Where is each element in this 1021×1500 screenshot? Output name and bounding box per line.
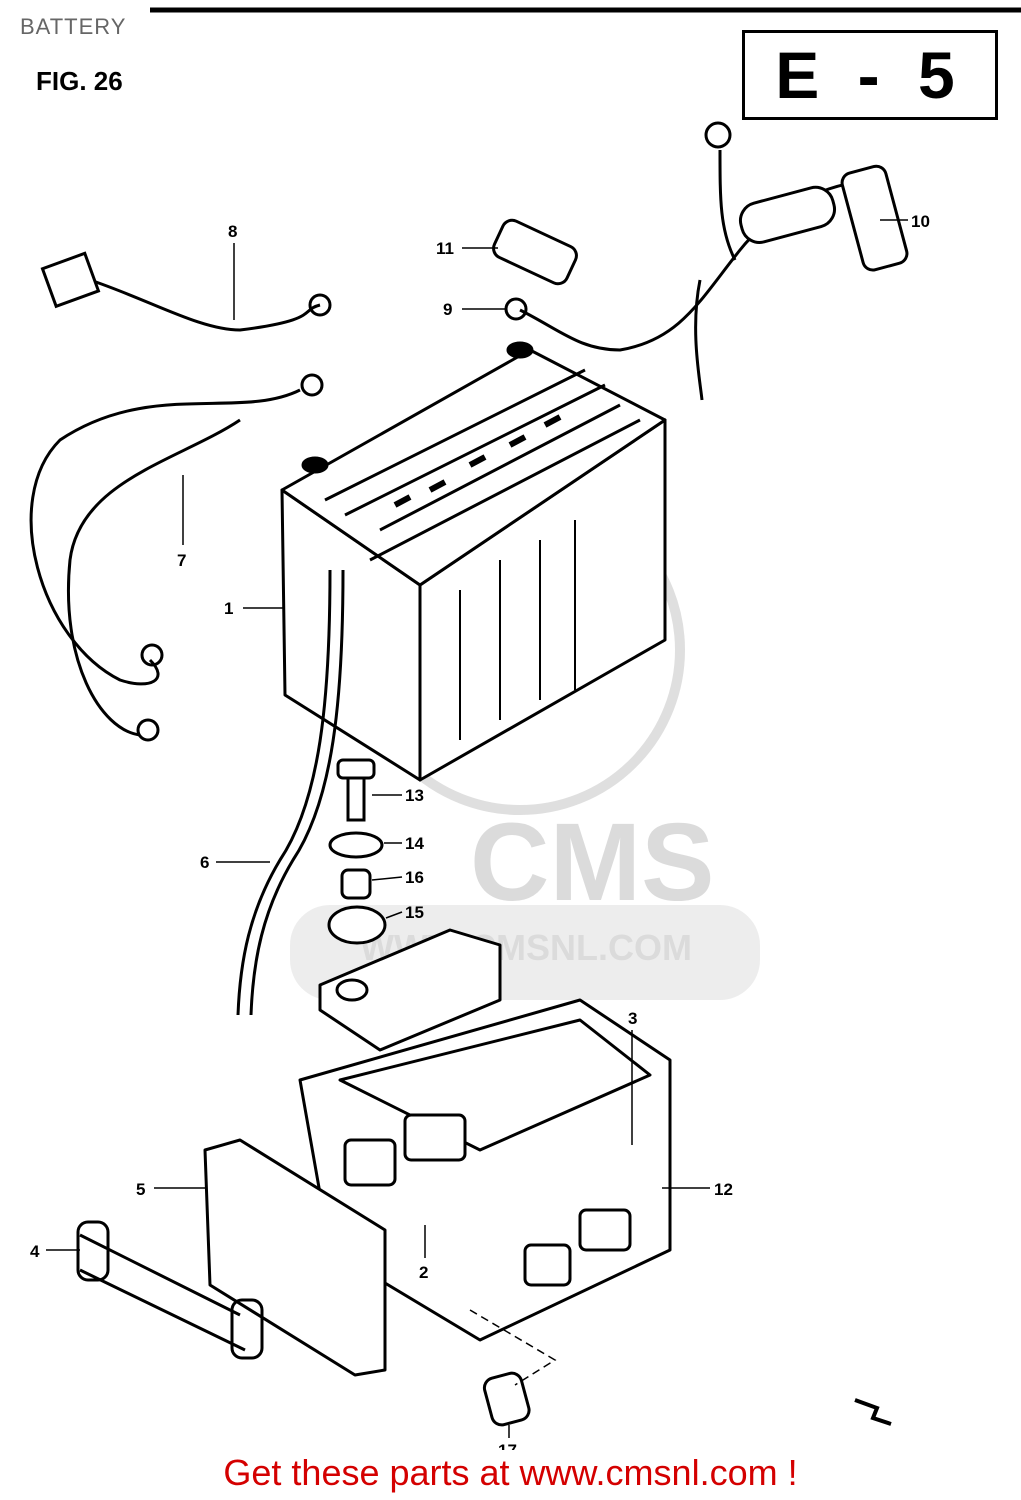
battery-top-face xyxy=(280,348,667,587)
callout-12: 12 xyxy=(714,1180,733,1199)
battery-cover-5 xyxy=(203,1138,387,1377)
callout-9: 9 xyxy=(443,300,452,319)
leader-lines xyxy=(46,219,908,1438)
battery-top-ridge xyxy=(324,368,641,562)
maker-mark xyxy=(854,1398,892,1426)
cable-8-eyelet xyxy=(308,293,332,317)
leader-15 xyxy=(385,911,403,919)
cable-8 xyxy=(89,278,321,332)
callout-10: 10 xyxy=(911,212,930,231)
callout-5: 5 xyxy=(136,1180,145,1199)
lead-up xyxy=(718,149,737,261)
callout-8: 8 xyxy=(228,222,237,241)
strap-buckle-right xyxy=(230,1298,264,1360)
battery xyxy=(280,341,667,782)
cable-7-lower xyxy=(67,418,241,737)
callout-17: 17 xyxy=(498,1441,517,1450)
battery-cell-caps xyxy=(393,414,562,508)
maker-mark-glyph xyxy=(854,1398,892,1426)
collar-16 xyxy=(340,868,372,900)
callout-7: 7 xyxy=(177,551,186,570)
washer-14 xyxy=(328,831,384,859)
watermark-logo-text: CMS xyxy=(470,801,714,924)
figure-label: FIG. 26 xyxy=(36,66,123,96)
callout-14: 14 xyxy=(405,834,424,853)
battery-terminal-negative xyxy=(301,456,329,474)
connector-8 xyxy=(40,251,101,309)
cushion-body xyxy=(482,1371,531,1427)
section-code-box: E - 5 xyxy=(742,30,998,120)
battery-cables xyxy=(29,251,332,742)
box-bracket xyxy=(318,928,502,1052)
callout-1: 1 xyxy=(224,599,233,618)
terminal-cap-11 xyxy=(492,218,578,286)
leader-17-dash xyxy=(469,1309,557,1386)
leader-16 xyxy=(371,876,403,881)
strap-buckle-left xyxy=(76,1220,110,1282)
battery-exploded-diagram: CMS WWW.CMSNL.COM xyxy=(29,7,1021,1450)
callout-6: 6 xyxy=(200,853,209,872)
fasteners xyxy=(327,758,387,945)
callout-2: 2 xyxy=(419,1263,428,1282)
bracket-hole xyxy=(335,978,369,1002)
cable-7-eyelet-bottom xyxy=(136,718,160,742)
battery-side-lines xyxy=(459,520,576,740)
page-title: BATTERY xyxy=(20,14,127,39)
lead-9-branch xyxy=(694,279,704,401)
cushion-17 xyxy=(482,1371,531,1427)
battery-strap-4 xyxy=(76,1220,264,1360)
grommet-15 xyxy=(327,905,387,945)
washer-9 xyxy=(504,297,528,321)
cable-7-eyelet-mid xyxy=(140,643,164,667)
cable-7-eyelet-top xyxy=(300,373,324,397)
callout-numbers: 1 2 3 4 5 6 7 8 9 10 11 12 13 14 15 16 1… xyxy=(30,212,930,1450)
fuse-bracket xyxy=(840,164,909,272)
box-cutout-1 xyxy=(343,1138,397,1187)
callout-15: 15 xyxy=(405,903,424,922)
vent-tube xyxy=(236,569,332,1016)
callout-13: 13 xyxy=(405,786,424,805)
callout-3: 3 xyxy=(628,1009,637,1028)
fuse-holder-10 xyxy=(738,185,836,244)
bolt-13-head xyxy=(336,758,376,780)
battery-terminal-positive xyxy=(506,341,534,359)
box-cutout-4 xyxy=(523,1243,572,1287)
lead-up-eyelet xyxy=(704,121,732,149)
battery-box xyxy=(298,928,672,1342)
vent-tube-inner xyxy=(249,569,345,1016)
cable-7 xyxy=(29,388,301,686)
box-cutout-3 xyxy=(578,1208,632,1252)
callout-16: 16 xyxy=(405,868,424,887)
callout-11: 11 xyxy=(436,239,454,258)
footer-cta-link[interactable]: Get these parts at www.cmsnl.com ! xyxy=(223,1452,798,1493)
callout-4: 4 xyxy=(30,1242,40,1261)
box-cutout-2 xyxy=(403,1113,467,1162)
fuse-lead xyxy=(492,121,909,401)
bolt-13-shank xyxy=(346,776,366,822)
